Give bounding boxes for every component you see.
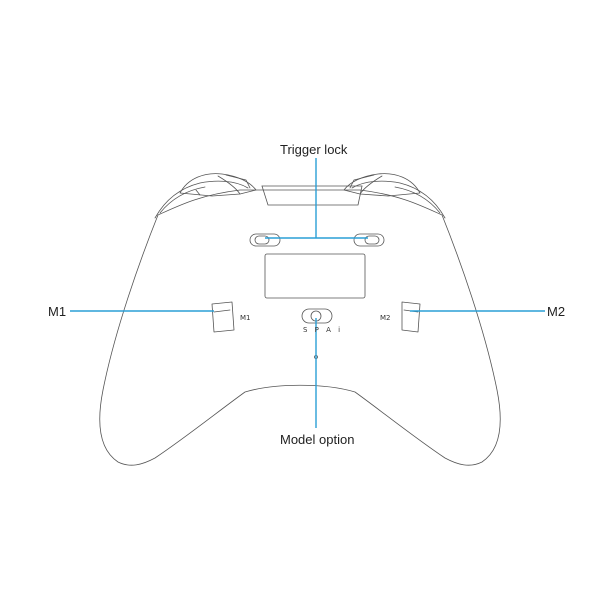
mode-switch-marking: S P A i bbox=[303, 326, 343, 334]
right-trigger-detail bbox=[359, 175, 383, 195]
trigger-lock-callout-line bbox=[265, 158, 368, 239]
controller-body-outline bbox=[99, 189, 501, 466]
callout-lines bbox=[70, 158, 545, 428]
trigger-lock-label: Trigger lock bbox=[280, 142, 348, 157]
center-panel bbox=[264, 253, 366, 299]
m2-marking: M2 bbox=[380, 314, 391, 322]
right-trigger-detail-2 bbox=[349, 174, 375, 189]
left-trigger bbox=[179, 173, 257, 197]
m1-marking: M1 bbox=[240, 314, 251, 322]
right-bumper bbox=[351, 180, 446, 219]
right-bumper-inner bbox=[394, 186, 441, 214]
left-bumper bbox=[154, 180, 249, 219]
m2-paddle bbox=[401, 301, 421, 333]
right-trigger bbox=[343, 173, 421, 197]
model-option-label: Model option bbox=[280, 432, 355, 447]
m2-label: M2 bbox=[547, 304, 566, 319]
trigger-lock-left-switch bbox=[249, 233, 281, 247]
left-trigger-detail bbox=[217, 175, 241, 195]
model-option-switch bbox=[301, 308, 333, 324]
left-trigger-detail-2 bbox=[225, 174, 251, 189]
m1-paddle bbox=[211, 301, 235, 333]
top-port-recess bbox=[261, 185, 363, 206]
trigger-lock-right-switch bbox=[353, 233, 385, 247]
left-bumper-inner bbox=[159, 186, 206, 214]
m1-label: M1 bbox=[48, 304, 67, 319]
